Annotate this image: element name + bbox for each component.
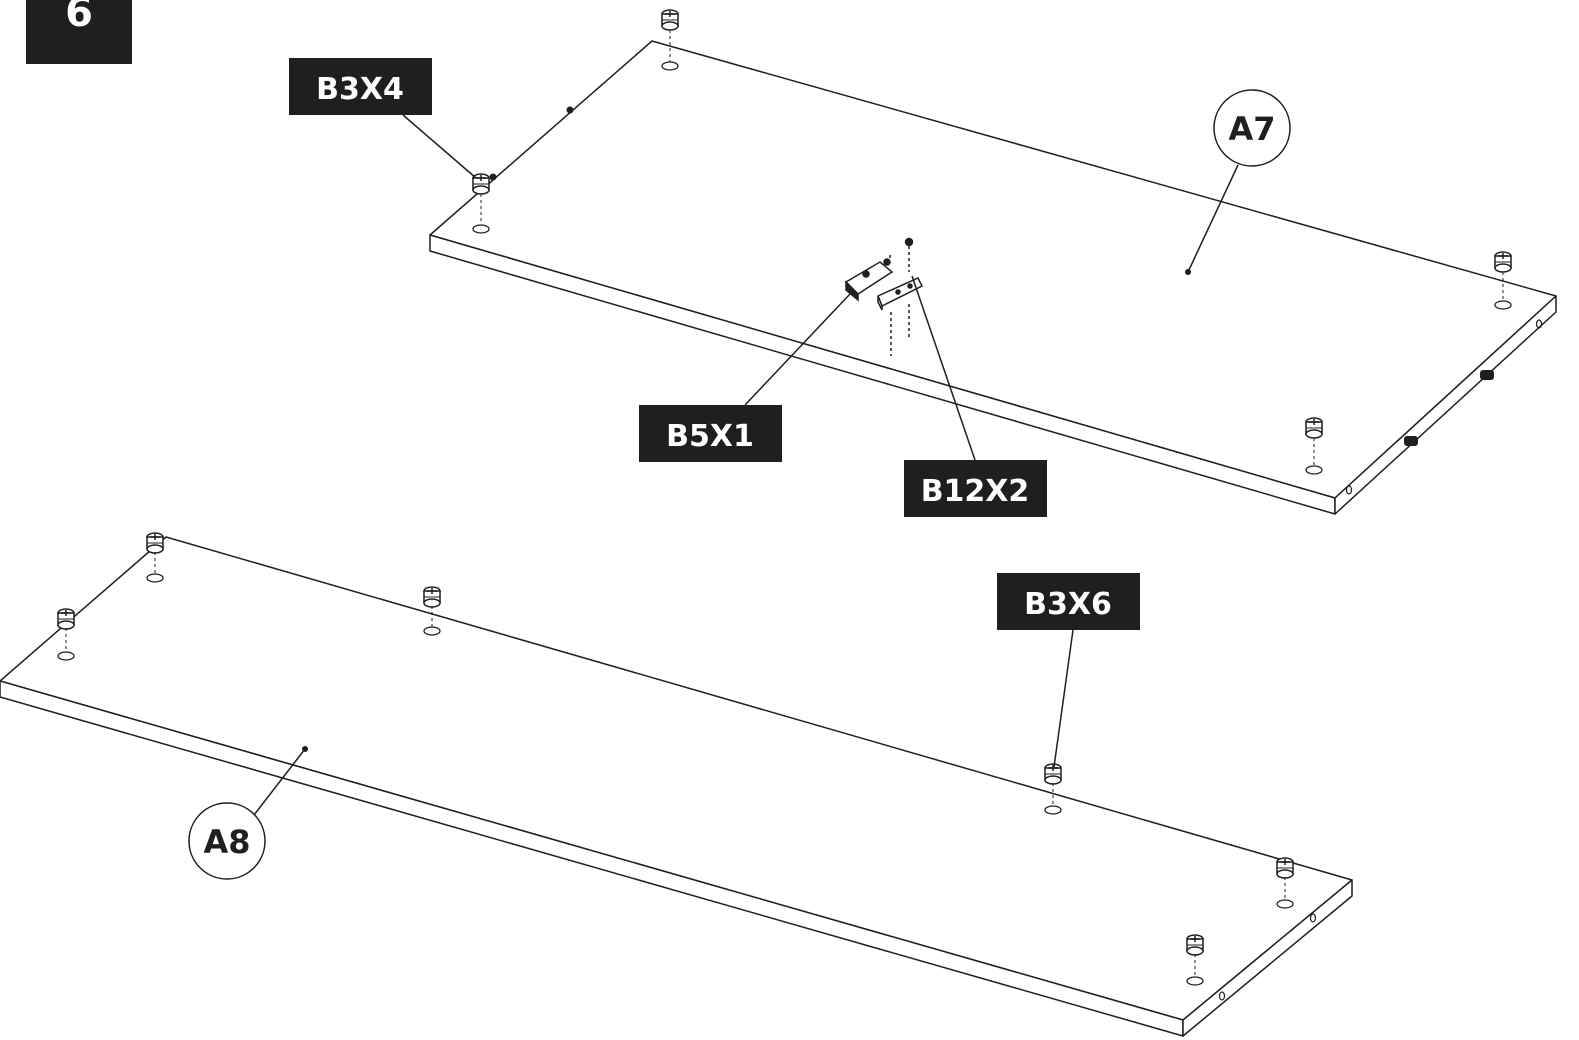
cam-lock-icon bbox=[57, 532, 1294, 986]
b12x2-label: B12X2 bbox=[921, 474, 1030, 509]
step-number-badge: 6 bbox=[26, 0, 132, 64]
b5x1-callout: B5X1 bbox=[639, 293, 851, 462]
panel-a7-callout: A7 bbox=[1185, 89, 1291, 275]
bracket-icon bbox=[877, 237, 924, 356]
panel-a8-label: A8 bbox=[203, 823, 250, 861]
cam-lock-icon bbox=[472, 9, 1512, 475]
b5x1-label: B5X1 bbox=[666, 419, 754, 454]
panel-a8-callout: A8 bbox=[188, 746, 308, 880]
b3x4-label: B3X4 bbox=[316, 72, 404, 107]
panel-a7-label: A7 bbox=[1228, 110, 1275, 148]
step-number: 6 bbox=[65, 0, 93, 36]
b12x2-callout: B12X2 bbox=[904, 275, 1047, 517]
b3x4-callout: B3X4 bbox=[289, 58, 477, 179]
magnetic-catch-icon bbox=[844, 255, 894, 302]
panel-a7 bbox=[429, 40, 1557, 515]
panel-a8 bbox=[0, 536, 1353, 1037]
b3x6-callout: B3X6 bbox=[997, 573, 1140, 768]
dowel-icon bbox=[489, 106, 1494, 446]
b3x6-label: B3X6 bbox=[1024, 587, 1112, 622]
